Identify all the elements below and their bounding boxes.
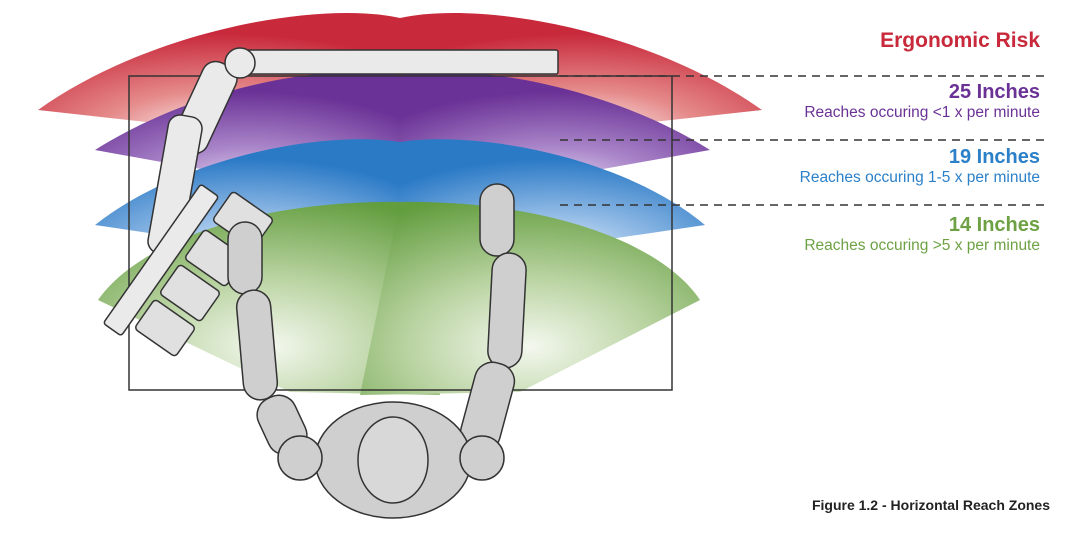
zone-14-legend: 14 Inches Reaches occuring >5 x per minu…	[804, 214, 1040, 256]
ergonomic-risk-label: Ergonomic Risk	[880, 29, 1040, 52]
monitor	[103, 184, 219, 336]
zone-25-legend: 25 Inches Reaches occuring <1 x per minu…	[804, 81, 1040, 123]
monitor-arm	[147, 47, 559, 256]
person-figure	[227, 183, 527, 519]
figure-caption: Figure 1.2 - Horizontal Reach Zones	[811, 497, 1050, 513]
zone-25-description: Reaches occuring <1 x per minute	[804, 104, 1040, 121]
zone-14-description: Reaches occuring >5 x per minute	[804, 237, 1040, 254]
zone-25-distance: 25 Inches	[948, 81, 1040, 103]
zone-19-description: Reaches occuring 1-5 x per minute	[799, 169, 1040, 186]
reach-guide-lines	[560, 75, 1048, 206]
zone-19-legend: 19 Inches Reaches occuring 1-5 x per min…	[800, 146, 1040, 188]
zone-19-distance: 19 Inches	[948, 146, 1040, 168]
zone-14-distance: 14 Inches	[948, 214, 1040, 236]
desk-outline	[128, 75, 673, 391]
